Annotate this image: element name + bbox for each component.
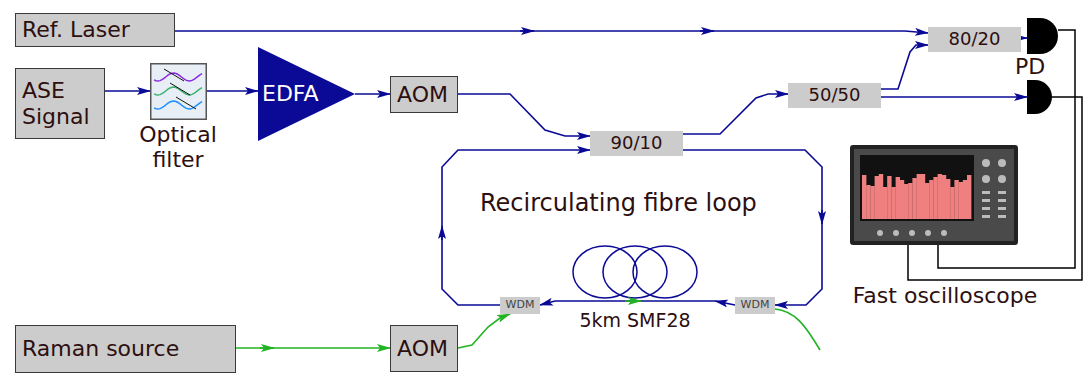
optical-filter-symbol <box>150 63 207 120</box>
fibre-connector <box>683 94 788 134</box>
node-label: PD <box>1015 54 1061 79</box>
laser-box: Ref. Laser <box>15 13 175 47</box>
fibre-connector <box>207 90 258 92</box>
fibre-spool-symbol <box>555 243 715 305</box>
fibre-connector <box>715 301 735 305</box>
fibre-connector <box>1021 37 1027 39</box>
node-label: 80/20 <box>949 29 1001 50</box>
node-label: EDFA <box>262 81 319 106</box>
fibre <box>881 96 1027 98</box>
fibre-connector <box>175 31 928 33</box>
node-label: Optical filter <box>128 122 228 173</box>
node-label: AOM <box>397 336 448 361</box>
node-label: Fast oscilloscope <box>830 283 1060 308</box>
coupler-box: 50/50 <box>788 83 881 108</box>
amplifier-triangle: EDFA <box>258 47 355 141</box>
modulator-box: AOM <box>390 325 458 372</box>
fibre-connector <box>683 150 822 305</box>
pump-fibre <box>775 309 820 350</box>
laser-box: Raman source <box>15 325 236 373</box>
fibre-connector <box>881 45 928 89</box>
photodetector <box>1027 80 1052 114</box>
fibre-connector <box>355 93 390 95</box>
fibre-connector <box>540 301 555 305</box>
coupler-box: 90/10 <box>590 131 683 156</box>
photodetector: PD <box>1015 18 1061 79</box>
wdm-box: WDM <box>735 297 775 314</box>
fibre-connector <box>236 347 390 349</box>
node-label: 5km SMF28 <box>555 310 715 332</box>
node-label: WDM <box>741 299 770 312</box>
node-label: AOM <box>397 82 448 107</box>
fibre-connector <box>458 94 590 136</box>
fibre-connector <box>442 150 590 305</box>
fibre-connector <box>105 90 150 92</box>
fibre-spool: 5km SMF28 <box>555 243 715 332</box>
fibre-connector <box>458 314 510 348</box>
node-label: WDM <box>506 299 535 312</box>
node-label: Ref. Laser <box>22 17 130 42</box>
node-label: Raman source <box>22 336 179 361</box>
oscilloscope-symbol <box>850 145 1018 245</box>
loop-label: Recirculating fibre loop <box>480 190 757 218</box>
source-box: ASE Signal <box>15 68 105 139</box>
node-label: ASE Signal <box>22 78 98 129</box>
coupler-box: 80/20 <box>928 27 1021 52</box>
node-label: 50/50 <box>809 85 861 106</box>
node-label: 90/10 <box>611 133 663 154</box>
optical-filter: Optical filter <box>128 63 228 173</box>
modulator-box: AOM <box>390 76 458 113</box>
photodetector-symbol <box>1027 18 1058 54</box>
oscilloscope: Fast oscilloscope <box>830 145 1060 308</box>
wdm-box: WDM <box>500 297 540 314</box>
